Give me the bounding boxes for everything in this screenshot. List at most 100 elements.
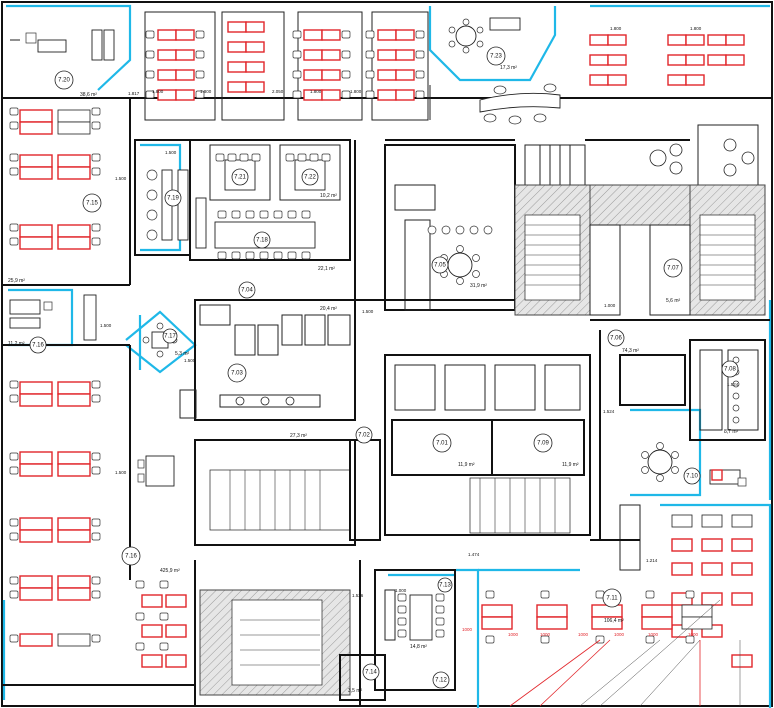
svg-text:1000: 1000 — [648, 632, 659, 637]
svg-text:1.817: 1.817 — [128, 91, 140, 96]
svg-text:7.17: 7.17 — [164, 334, 176, 340]
svg-text:1.800: 1.800 — [350, 89, 362, 94]
svg-text:7.19: 7.19 — [167, 196, 179, 202]
svg-text:1000: 1000 — [540, 632, 551, 637]
central-core — [194, 354, 591, 546]
room-area: 11,2 m² — [8, 341, 25, 347]
svg-text:7.20: 7.20 — [58, 78, 70, 84]
svg-text:1.000: 1.000 — [604, 303, 616, 308]
svg-text:7.03: 7.03 — [231, 371, 243, 377]
room-area: 20,4 m² — [320, 306, 337, 312]
room-label: 7.19 — [164, 189, 182, 207]
svg-text:7.05: 7.05 — [434, 263, 446, 269]
room-label: 7.17 — [162, 328, 178, 344]
svg-text:1.500: 1.500 — [115, 470, 127, 475]
svg-text:7.15: 7.15 — [86, 201, 98, 207]
svg-text:1.526: 1.526 — [352, 593, 364, 598]
svg-text:1.800: 1.800 — [200, 89, 212, 94]
svg-text:1000: 1000 — [688, 632, 699, 637]
svg-text:1.800: 1.800 — [610, 26, 622, 31]
room-label: 7.16 — [121, 546, 141, 566]
desks-7-16-centre — [135, 455, 187, 668]
svg-text:1.500: 1.500 — [362, 309, 374, 314]
room-label: 7.04 — [238, 281, 256, 299]
svg-text:7.04: 7.04 — [241, 288, 253, 294]
room-label: 7.20 — [54, 70, 74, 90]
svg-text:7.22: 7.22 — [304, 175, 316, 181]
svg-text:1000: 1000 — [462, 627, 473, 632]
room-label: 7.01 — [432, 433, 452, 453]
svg-text:1.214: 1.214 — [646, 558, 658, 563]
room-area: 5,3 m² — [175, 351, 190, 357]
room-label: 7.15 — [82, 193, 102, 213]
svg-text:7.08: 7.08 — [724, 367, 736, 373]
room-label: 7.18 — [253, 231, 271, 249]
svg-text:1.000: 1.000 — [395, 588, 407, 593]
room-label: 7.23 — [486, 46, 506, 66]
room-area: 31,9 m² — [470, 283, 487, 289]
stair-cores — [199, 184, 766, 696]
room-label: 7.07 — [663, 258, 683, 278]
rooms-right-mid — [619, 339, 766, 487]
left-workstations-upper — [9, 107, 101, 250]
room-area: 22,1 m² — [318, 266, 335, 272]
room-label: 7.12 — [432, 671, 450, 689]
svg-text:1.500: 1.500 — [115, 176, 127, 181]
svg-text:7.01: 7.01 — [436, 441, 448, 447]
meeting-7-19 — [134, 139, 191, 256]
projection-lines — [509, 599, 741, 707]
svg-text:7.07: 7.07 — [667, 266, 679, 272]
svg-text:1.800: 1.800 — [690, 26, 702, 31]
room-label: 7.22 — [301, 168, 319, 186]
svg-text:1.800: 1.800 — [310, 89, 322, 94]
room-area: 11,9 m² — [458, 462, 475, 468]
room-area: 17,3 m² — [500, 65, 517, 71]
svg-text:1000: 1000 — [614, 632, 625, 637]
svg-text:7.09: 7.09 — [537, 441, 549, 447]
stair-treads — [229, 224, 755, 666]
svg-text:1.474: 1.474 — [468, 552, 480, 557]
room-label: 7.13 — [437, 577, 453, 593]
room-area: 425,9 m² — [160, 568, 180, 574]
top-workstations — [144, 11, 745, 121]
svg-text:1.524: 1.524 — [603, 409, 615, 414]
svg-text:7.10: 7.10 — [686, 474, 698, 480]
svg-text:1.524: 1.524 — [727, 382, 739, 387]
room-area: 74,3 m² — [622, 348, 639, 354]
svg-text:1.500: 1.500 — [165, 150, 177, 155]
left-workstations-lower — [9, 380, 101, 647]
room-area: 14,8 m² — [410, 644, 427, 650]
room-label: 7.09 — [533, 433, 553, 453]
room-area: 27,3 m² — [290, 433, 307, 439]
room-label: 7.08 — [721, 360, 739, 378]
office-7-16 — [9, 294, 97, 341]
svg-text:7.16: 7.16 — [32, 343, 44, 349]
svg-text:7.02: 7.02 — [358, 433, 370, 439]
svg-text:1.500: 1.500 — [184, 358, 196, 363]
room-label: 7.03 — [227, 363, 247, 383]
svg-text:7.13: 7.13 — [439, 583, 451, 589]
svg-text:1.800: 1.800 — [152, 89, 164, 94]
toilets-7-04-7-03 — [179, 299, 356, 421]
room-area: 3,5 m² — [348, 688, 363, 694]
room-area: 38,6 m² — [80, 92, 97, 98]
dimension-labels-red: 1000 1000 1000 1000 1000 1000 1000 — [462, 627, 699, 637]
glass-partitions — [2, 4, 772, 708]
room-label: 7.02 — [355, 426, 373, 444]
svg-text:7.06: 7.06 — [610, 336, 622, 342]
svg-text:7.14: 7.14 — [365, 670, 377, 676]
cafe-right — [649, 124, 759, 186]
room-area: 8,7 m² — [724, 429, 739, 435]
room-area: 5,6 m² — [666, 298, 681, 304]
svg-text:7.23: 7.23 — [490, 54, 502, 60]
room-label: 7.06 — [607, 329, 625, 347]
top-chairs — [145, 30, 425, 99]
svg-text:1.500: 1.500 — [100, 323, 112, 328]
lounge-top — [429, 83, 561, 125]
room-label: 7.05 — [431, 256, 449, 274]
svg-text:1000: 1000 — [508, 632, 519, 637]
room-label: 7.10 — [683, 467, 701, 485]
open-office-7-11 — [481, 504, 753, 668]
office-7-20 — [10, 29, 115, 61]
